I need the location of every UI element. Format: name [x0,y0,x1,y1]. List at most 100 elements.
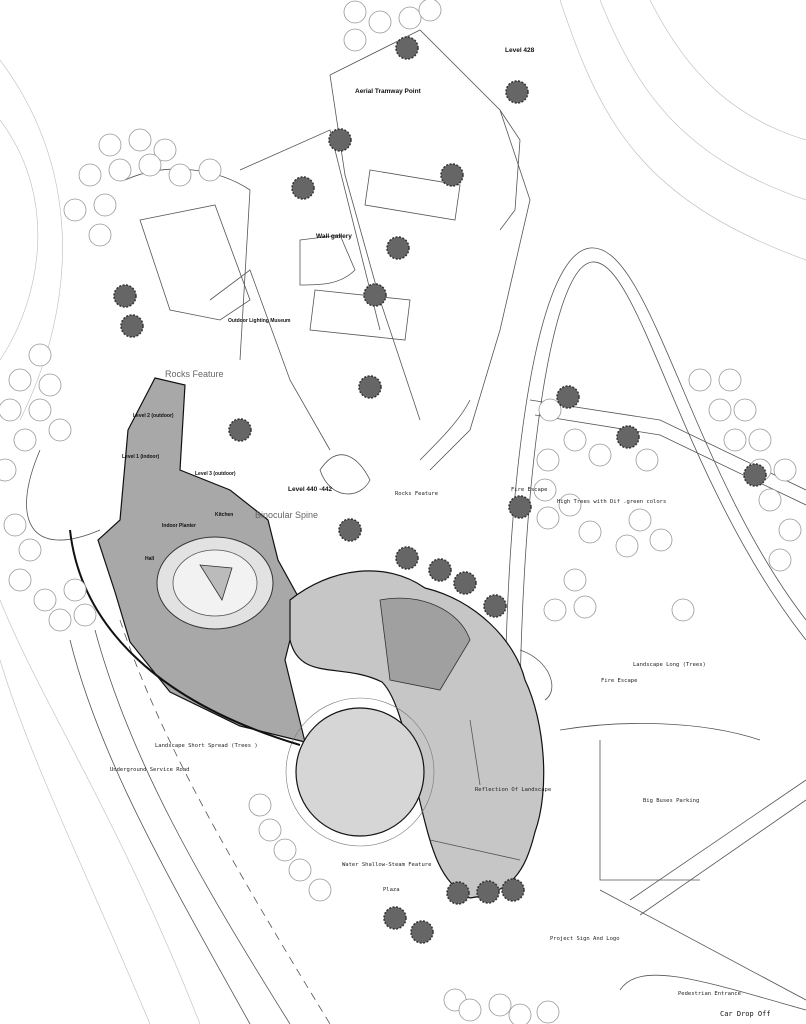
tree-outline-icon [398,6,422,30]
tree-outline-icon [3,513,27,537]
tree-outline-icon [718,368,742,392]
tree-outline-icon [78,163,102,187]
tree-outline-icon [615,534,639,558]
tree-outline-icon [778,518,802,542]
label-level-3: Level 3 (outdoor) [195,471,236,477]
tree-outline-icon [153,138,177,162]
tree-outline-icon [533,478,557,502]
building-core [379,597,471,691]
tree-dark-icon [446,881,470,905]
label-level-440: Level 440 -442 [288,486,332,493]
label-high-trees: High Trees with Dif .green colors [557,499,666,505]
label-indoor-planter: Indoor Planter [162,523,196,529]
tree-dark-icon [440,163,464,187]
tree-dark-icon [395,36,419,60]
tree-dark-icon [113,284,137,308]
tree-outline-icon [288,858,312,882]
building [69,377,553,899]
label-big-buses-parking: Big Buses Parking [643,798,699,804]
roads [26,247,806,1024]
label-fire-escape-1: Fire Escape [511,487,547,493]
label-pedestrian-entrance: Pedestrian Entrance [678,991,741,997]
tree-dark-icon [476,880,500,904]
tree-outline-icon [0,398,22,422]
tree-outline-icon [138,153,162,177]
tree-outline-icon [128,128,152,152]
label-rocks-feature-2: Rocks Feature [395,491,438,497]
tree-outline-icon [536,448,560,472]
tree-outline-icon [8,568,32,592]
tree-outline-icon [708,398,732,422]
tree-dark-icon [395,546,419,570]
label-water-feature: Water Shallow-Steam Feature [342,862,431,868]
tree-dark-icon [505,80,529,104]
building-s-curve [289,570,545,899]
tree-outline-icon [558,493,582,517]
labels: Level 428 Aerial Tramway Point Wall gall… [110,47,771,1018]
upper-terraces [124,29,806,506]
label-project-sign: Project Sign And Logo [550,936,620,942]
tree-dark-icon [556,385,580,409]
tree-dark-icon [483,594,507,618]
tree-dark-icon [291,176,315,200]
label-level-2: Level 2 (outdoor) [133,413,174,419]
tree-outline-icon [8,368,32,392]
tree-outline-icon [635,448,659,472]
tree-outline-icon [13,428,37,452]
tree-outline-icon [248,793,272,817]
tree-dark-icon [383,906,407,930]
label-landscape-short: Landscape Short Spread (Trees ) [155,743,258,749]
label-car-drop-off: Car Drop Off [720,1010,771,1018]
tree-outline-icon [273,838,297,862]
label-aerial-tramway: Aerial Tramway Point [355,88,422,95]
tree-dark-icon [228,418,252,442]
tree-outline-icon [588,443,612,467]
tree-outline-icon [688,368,712,392]
tree-outline-icon [308,878,332,902]
tree-outline-icon [98,133,122,157]
tree-dark-icon [743,463,767,487]
tree-outline-icon [536,1000,560,1024]
tree-outline-icon [198,158,222,182]
tree-outline-icon [0,458,17,482]
label-plaza: Plaza [383,887,400,893]
label-wall-gallery: Wall gallery [316,233,352,240]
label-level-1: Level 1 (indoor) [122,454,160,460]
tree-outline-icon [508,1003,532,1024]
tree-dark-icon [358,375,382,399]
tree-outline-icon [563,568,587,592]
tree-dark-icon [328,128,352,152]
round-hall [295,707,425,837]
tree-dark-icon [428,558,452,582]
tree-outline-icon [33,588,57,612]
tree-outline-icon [368,10,392,34]
tree-outline-icon [343,28,367,52]
tree-outline-icon [63,578,87,602]
label-outdoor-lighting-museum: Outdoor Lighting Museum [228,318,291,324]
label-hall: Hall [145,556,155,562]
tree-outline-icon [628,508,652,532]
tree-outline-icon [48,608,72,632]
tree-outline-icon [758,488,782,512]
tree-outline-icon [418,0,442,22]
tree-outline-icon [108,158,132,182]
tree-dark-icon [338,518,362,542]
tree-dark-icon [501,878,525,902]
tree-outline-icon [573,595,597,619]
tree-outline-icon [671,598,695,622]
tree-outline-icon [28,343,52,367]
label-reflection: Reflection Of Landscape [475,787,551,793]
tree-outline-icon [768,548,792,572]
tree-outline-icon [748,428,772,452]
tree-outline-icon [93,193,117,217]
tree-outline-icon [536,506,560,530]
tree-outline-icon [48,418,72,442]
tree-outline-icon [73,603,97,627]
label-landscape-long: Landscape Long (Trees) [633,662,706,668]
label-level-428: Level 428 [505,47,535,54]
tree-outline-icon [88,223,112,247]
tree-dark-icon [386,236,410,260]
